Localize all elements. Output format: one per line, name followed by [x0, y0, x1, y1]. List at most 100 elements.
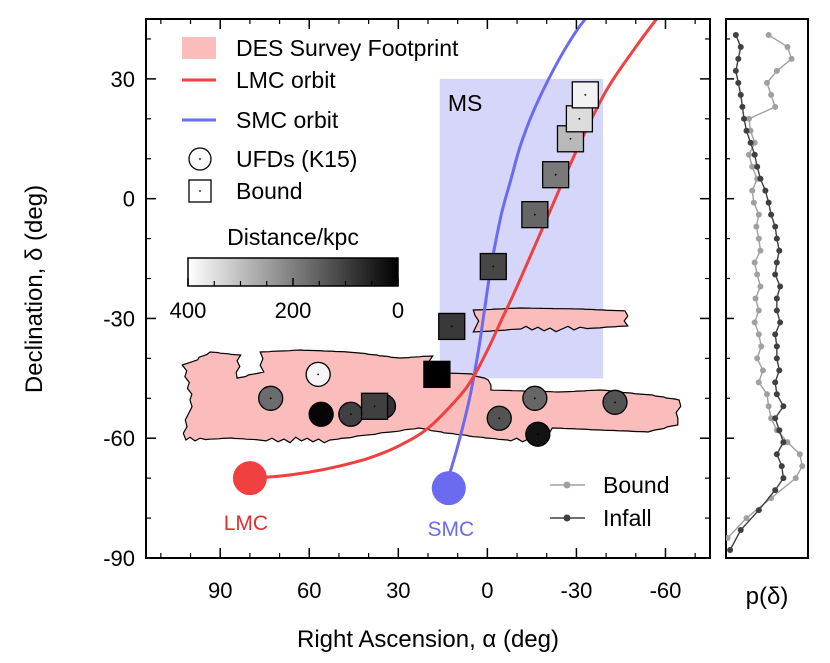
p-delta-line-bound	[727, 34, 803, 539]
colorbar-tick-label-2: 0	[392, 298, 404, 323]
p-delta-point-infall-29	[757, 175, 764, 182]
p-delta-point-bound-37	[773, 67, 780, 74]
p-delta-point-bound-12	[759, 367, 766, 374]
p-delta-point-infall-37	[735, 79, 742, 86]
y-tick-label-2: -30	[103, 306, 135, 331]
y-tick-label-0: 30	[111, 67, 135, 92]
p-delta-point-infall-15	[773, 343, 780, 350]
colorbar-tick-label-0: 400	[170, 298, 207, 323]
p-delta-point-bound-29	[749, 163, 756, 170]
p-delta-point-infall-19	[773, 295, 780, 302]
p-delta-point-infall-10	[780, 403, 787, 410]
x-tick-label-1: 60	[297, 578, 321, 603]
lmc-marker	[232, 461, 267, 496]
p-delta-point-infall-12	[772, 379, 779, 386]
side-series-layer	[726, 31, 806, 554]
side-legend: Bound Infall	[550, 472, 670, 531]
p-delta-point-infall-28	[762, 187, 769, 194]
p-delta-point-bound-0	[726, 535, 731, 542]
y-tick-label-1: 0	[123, 187, 135, 212]
bound-marker-dot-0	[373, 405, 376, 408]
p-delta-point-bound-5	[796, 451, 803, 458]
bound-marker-4	[521, 200, 549, 229]
x-tick-label-0: 90	[208, 578, 232, 603]
p-delta-point-infall-9	[772, 415, 779, 422]
bound-marker-dot-8	[584, 93, 587, 96]
p-delta-point-bound-21	[751, 259, 758, 266]
x-tick-label-3: 0	[481, 578, 493, 603]
side-legend-dot-bound	[563, 481, 571, 489]
p-delta-point-bound-39	[784, 43, 791, 50]
legend-swatch-ufds-dot	[199, 158, 201, 160]
p-delta-point-infall-39	[735, 55, 742, 62]
legend-swatch-footprint	[182, 37, 216, 59]
p-delta-point-infall-25	[772, 223, 779, 230]
p-delta-point-bound-8	[768, 415, 775, 422]
p-delta-point-infall-40	[737, 43, 744, 50]
p-delta-point-bound-23	[755, 235, 762, 242]
x-tick-label-4: -30	[561, 578, 593, 603]
p-delta-point-bound-17	[755, 307, 762, 314]
p-delta-point-bound-19	[757, 283, 764, 290]
smc-orbit-line	[444, 19, 587, 487]
ufd-marker-dot-8	[614, 401, 616, 404]
p-delta-point-infall-8	[776, 427, 783, 434]
y-tick-label-4: -90	[103, 546, 135, 571]
p-delta-point-bound-36	[764, 79, 770, 86]
p-delta-point-bound-33	[745, 115, 752, 122]
p-delta-point-infall-31	[751, 151, 758, 158]
p-delta-point-infall-2	[755, 507, 762, 514]
p-delta-point-bound-38	[788, 55, 795, 62]
ufd-marker-dot-0	[269, 397, 272, 400]
p-delta-point-bound-26	[750, 199, 757, 206]
p-delta-point-bound-40	[765, 31, 772, 38]
colorbar-label: Distance/kpc	[227, 224, 359, 250]
bound-marker-dot-4	[533, 213, 536, 216]
p-delta-point-infall-6	[773, 451, 780, 458]
ufd-marker-dot-3	[349, 413, 352, 416]
p-delta-point-bound-11	[755, 379, 762, 386]
ufd-marker-dot-7	[536, 433, 539, 436]
p-delta-point-bound-18	[752, 295, 759, 302]
p-delta-point-bound-4	[799, 463, 806, 470]
side-legend-label-infall: Infall	[603, 505, 652, 531]
p-delta-point-bound-24	[753, 223, 760, 230]
side-legend-label-bound: Bound	[603, 472, 670, 498]
p-delta-point-bound-27	[749, 187, 756, 194]
bound-marker-dot-5	[554, 173, 557, 176]
p-delta-point-bound-3	[792, 475, 799, 482]
p-delta-point-infall-38	[732, 67, 739, 74]
ms-label: MS	[448, 90, 483, 116]
p-delta-point-infall-16	[772, 331, 779, 338]
p-delta-point-infall-22	[773, 259, 780, 266]
x-axis-title: Right Ascension, α (deg)	[297, 626, 559, 653]
p-delta-point-bound-32	[747, 127, 754, 134]
side-x-axis-title: p(δ)	[746, 583, 789, 610]
marker-layer	[232, 81, 628, 506]
p-delta-point-bound-13	[754, 355, 761, 362]
p-delta-point-infall-23	[776, 247, 783, 254]
p-delta-point-bound-20	[754, 271, 761, 278]
p-delta-point-bound-6	[784, 439, 791, 446]
ufd-marker-dot-6	[533, 397, 536, 400]
ufd-marker-dot-2	[320, 413, 323, 416]
p-delta-point-bound-10	[764, 391, 770, 398]
side-plot-frame	[725, 18, 809, 559]
legend-label-footprint: DES Survey Footprint	[236, 35, 459, 61]
p-delta-point-infall-30	[754, 163, 761, 170]
p-delta-point-infall-13	[776, 367, 783, 374]
p-delta-point-bound-14	[758, 343, 765, 350]
bound-marker-dot-2	[450, 325, 453, 328]
ufd-marker-dot-1	[317, 373, 320, 376]
p-delta-point-infall-5	[778, 463, 785, 470]
p-delta-point-bound-30	[745, 151, 752, 158]
x-tick-label-2: 30	[386, 578, 410, 603]
p-delta-point-infall-26	[768, 211, 775, 218]
p-delta-point-infall-7	[780, 439, 787, 446]
bound-marker-dot-7	[578, 117, 581, 120]
p-delta-point-infall-21	[772, 271, 779, 278]
p-delta-point-infall-11	[773, 391, 780, 398]
ufd-marker-dot-5	[498, 417, 501, 420]
